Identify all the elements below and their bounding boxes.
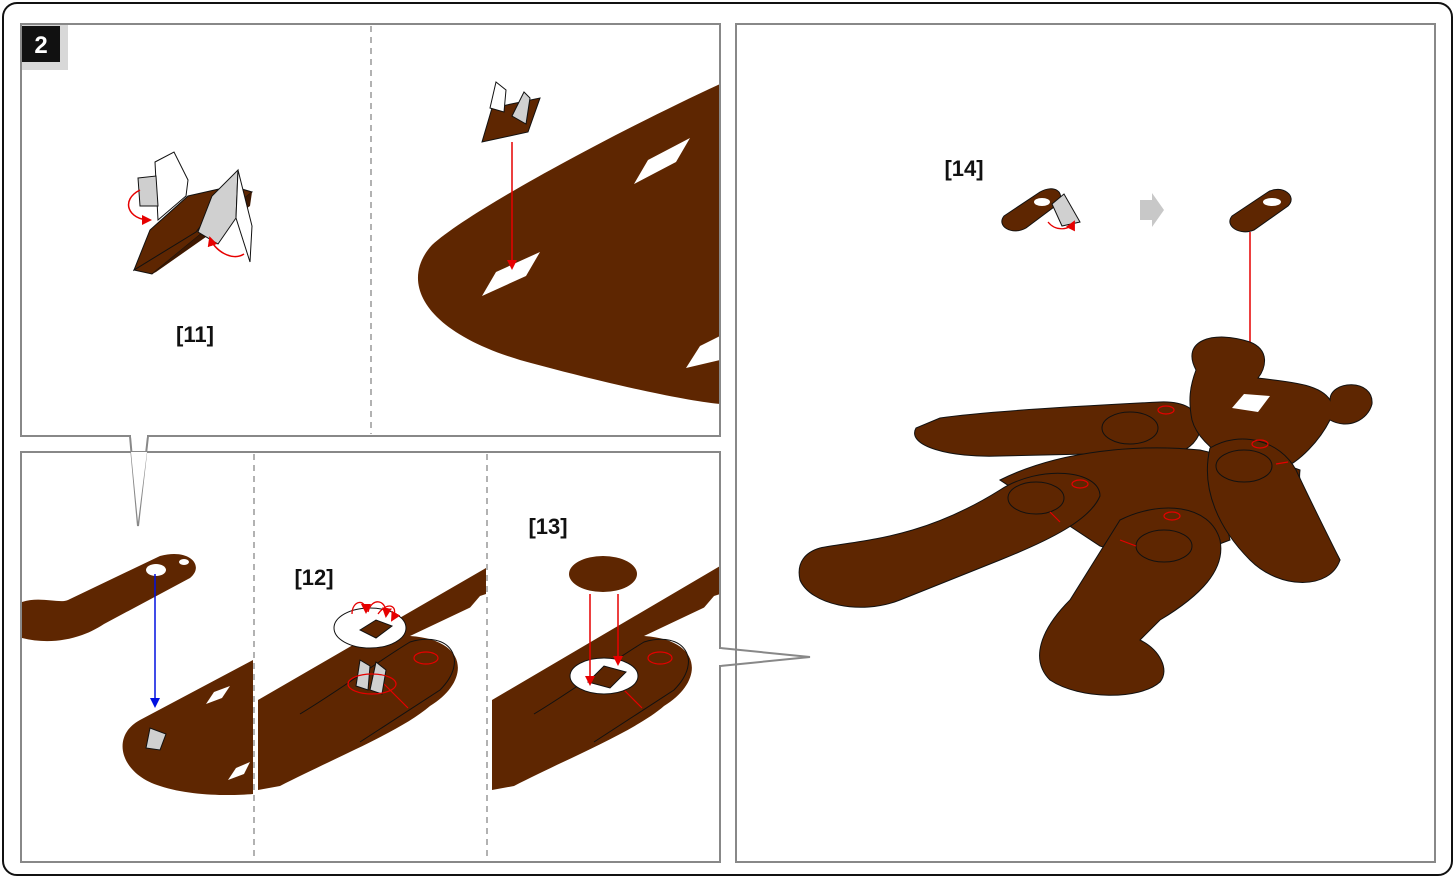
step-badge-number: 2 bbox=[34, 32, 47, 59]
step-14-label: [14] bbox=[944, 156, 983, 181]
step-badge: 2 bbox=[20, 24, 68, 70]
brown-disc bbox=[569, 556, 637, 592]
step-12-label: [12] bbox=[294, 565, 333, 590]
step-13-label: [13] bbox=[528, 514, 567, 539]
step-11-label: [11] bbox=[176, 322, 214, 347]
